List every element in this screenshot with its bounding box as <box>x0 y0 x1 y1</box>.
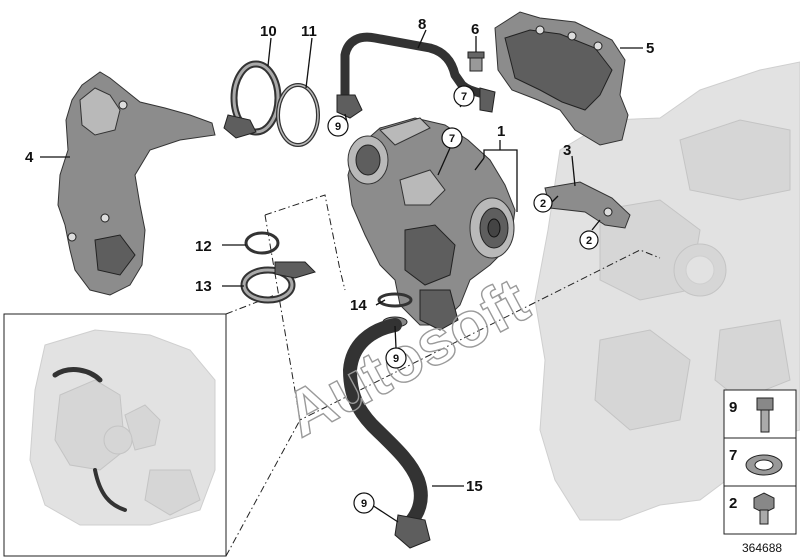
turbocharger-1 <box>347 117 516 331</box>
callout-label-2a: 2 <box>540 198 546 210</box>
heat-shield-5 <box>494 11 629 146</box>
fastener-key: 9 7 2 <box>723 389 797 535</box>
callout-label-1: 1 <box>497 123 505 140</box>
inset-overview <box>3 313 227 557</box>
callout-circle <box>453 85 475 107</box>
callout-label-2b: 2 <box>586 235 592 247</box>
callout-label-3: 3 <box>563 142 571 159</box>
reference-number: 364688 <box>742 541 782 555</box>
callout-label-12: 12 <box>195 238 212 255</box>
callout-label-9b: 9 <box>393 353 399 365</box>
callout-label-14: 14 <box>350 297 367 314</box>
callout-label-10: 10 <box>260 23 277 40</box>
key-label-2: 2 <box>729 495 737 512</box>
callout-label-13: 13 <box>195 278 212 295</box>
gasket-11 <box>276 83 320 147</box>
callout-circle <box>579 230 599 250</box>
oil-return-line-15 <box>343 318 431 549</box>
oil-feed-line-8 <box>336 32 496 119</box>
v-band-clamp-13 <box>240 261 316 304</box>
banjo-bolt-6 <box>467 51 485 72</box>
callout-circle <box>533 193 553 213</box>
hex-nut-icon <box>753 492 775 525</box>
callout-circle <box>441 127 463 149</box>
callout-label-11: 11 <box>301 23 317 40</box>
callout-label-4: 4 <box>25 149 34 166</box>
callout-label-15: 15 <box>466 478 483 495</box>
callout-circle <box>353 492 375 514</box>
v-band-clamp-10 <box>223 60 282 139</box>
bolt-icon <box>756 397 774 433</box>
gasket-12 <box>244 231 280 255</box>
callout-label-7b: 7 <box>449 133 455 145</box>
bracket-3 <box>544 181 631 229</box>
plain-callouts: 1 3 4 5 6 8 10 11 12 13 14 15 <box>25 16 654 495</box>
key-label-9: 9 <box>729 399 737 416</box>
sealing-ring-icon <box>745 454 783 476</box>
callout-circle <box>327 115 349 137</box>
callout-label-5: 5 <box>646 40 654 57</box>
callout-label-9a: 9 <box>335 121 341 133</box>
key-label-7: 7 <box>729 447 737 464</box>
callout-label-6: 6 <box>471 21 479 38</box>
leader-lines <box>40 29 643 523</box>
callout-circle <box>385 347 407 369</box>
heat-shield-4 <box>57 71 216 296</box>
callout-label-8: 8 <box>418 16 426 33</box>
callout-label-7a: 7 <box>461 91 467 103</box>
callout-label-9c: 9 <box>361 498 367 510</box>
circled-callouts: 2 2 7 7 9 9 9 <box>327 85 599 514</box>
